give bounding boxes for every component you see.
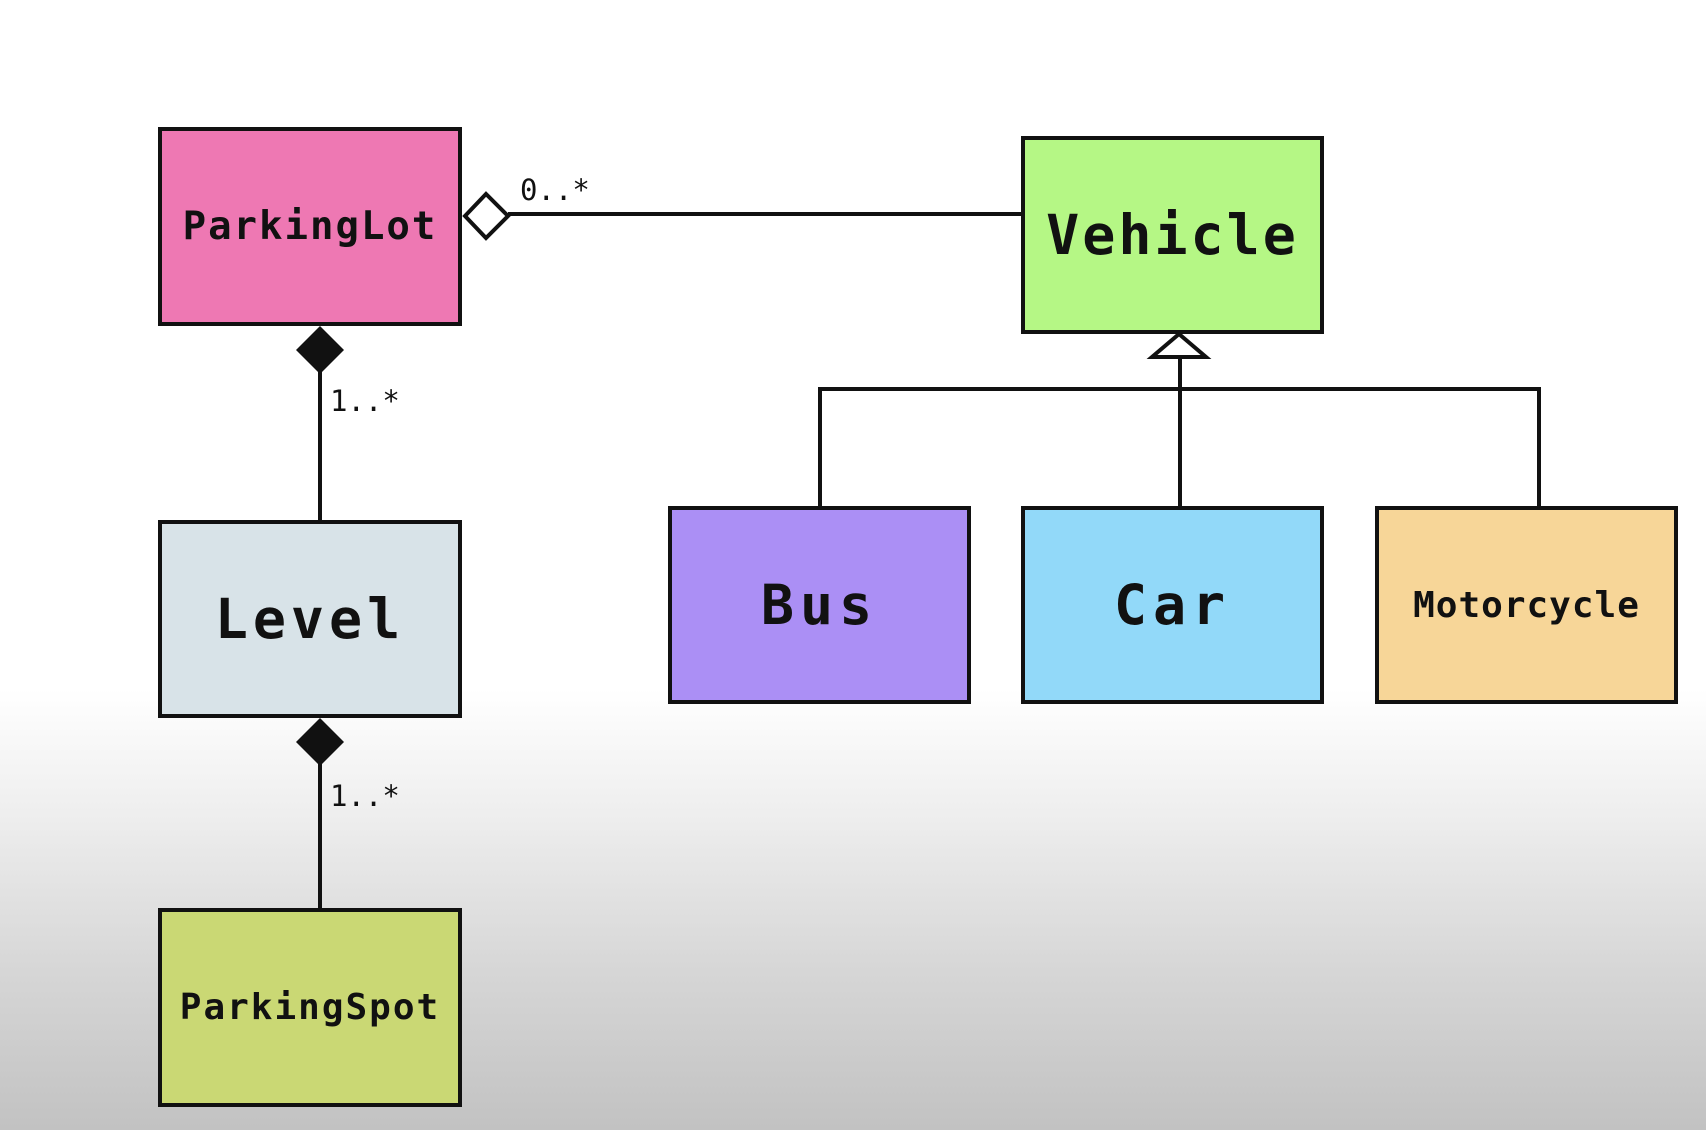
- class-motorcycle-label: Motorcycle: [1413, 584, 1640, 626]
- class-level[interactable]: Level: [158, 520, 462, 718]
- multiplicity-parking-spot: 1..*: [330, 779, 400, 813]
- class-car[interactable]: Car: [1021, 506, 1324, 704]
- composition-diamond-icon: [296, 326, 344, 374]
- class-car-label: Car: [1113, 573, 1232, 637]
- class-level-label: Level: [214, 587, 406, 651]
- class-parking-lot[interactable]: ParkingLot: [158, 127, 462, 326]
- class-parking-lot-label: ParkingLot: [182, 204, 438, 249]
- multiplicity-vehicle: 0..*: [520, 173, 590, 207]
- class-parking-spot[interactable]: ParkingSpot: [158, 908, 462, 1107]
- class-bus-label: Bus: [760, 573, 879, 637]
- class-motorcycle[interactable]: Motorcycle: [1375, 506, 1678, 704]
- multiplicity-level: 1..*: [330, 384, 400, 418]
- composition-diamond-icon: [296, 718, 344, 766]
- generalization-triangle-icon: [1146, 331, 1212, 359]
- aggregation-diamond-icon: [462, 191, 511, 241]
- class-parking-spot-label: ParkingSpot: [179, 987, 441, 1028]
- class-vehicle-label: Vehicle: [1046, 203, 1299, 267]
- class-vehicle[interactable]: Vehicle: [1021, 136, 1324, 334]
- class-bus[interactable]: Bus: [668, 506, 971, 704]
